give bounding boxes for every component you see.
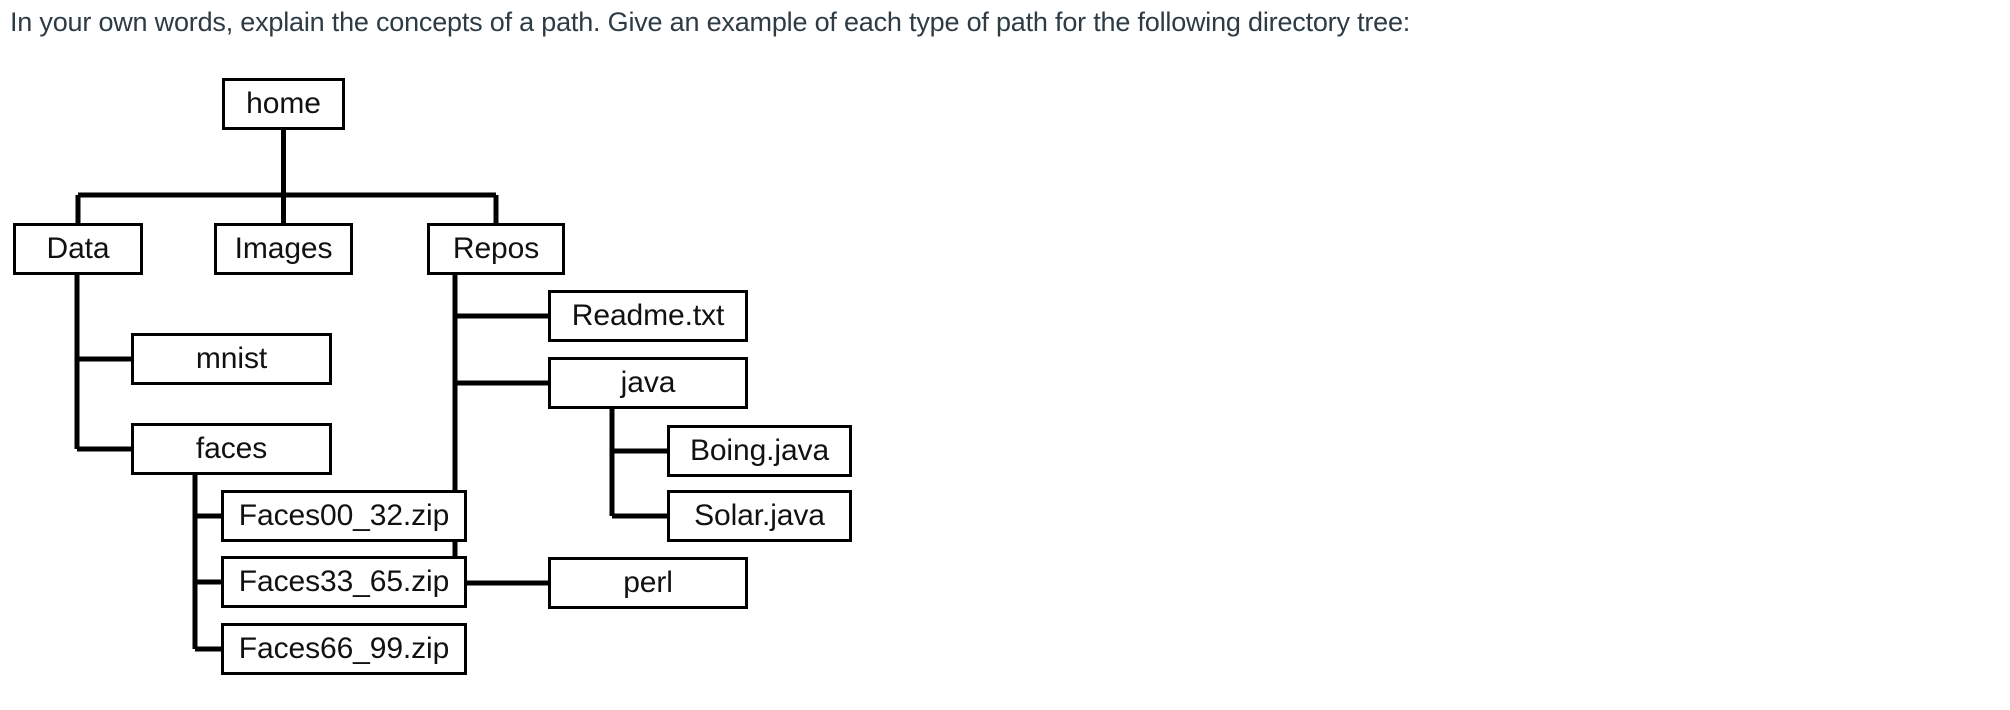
- tree-node-home: home: [222, 78, 345, 130]
- tree-node-data: Data: [13, 223, 143, 275]
- tree-node-repos: Repos: [427, 223, 565, 275]
- tree-node-images: Images: [214, 223, 353, 275]
- tree-node-mnist: mnist: [131, 333, 332, 385]
- tree-node-perl: perl: [548, 557, 748, 609]
- tree-node-faces: faces: [131, 423, 332, 475]
- tree-node-faces33-65-zip: Faces33_65.zip: [221, 556, 467, 608]
- tree-node-solar-java: Solar.java: [667, 490, 852, 542]
- prompt-text: In your own words, explain the concepts …: [10, 7, 1411, 37]
- tree-node-faces66-99-zip: Faces66_99.zip: [221, 623, 467, 675]
- tree-node-faces00-32-zip: Faces00_32.zip: [221, 490, 467, 542]
- tree-node-readme-txt: Readme.txt: [548, 290, 748, 342]
- tree-node-boing-java: Boing.java: [667, 425, 852, 477]
- tree-node-java: java: [548, 357, 748, 409]
